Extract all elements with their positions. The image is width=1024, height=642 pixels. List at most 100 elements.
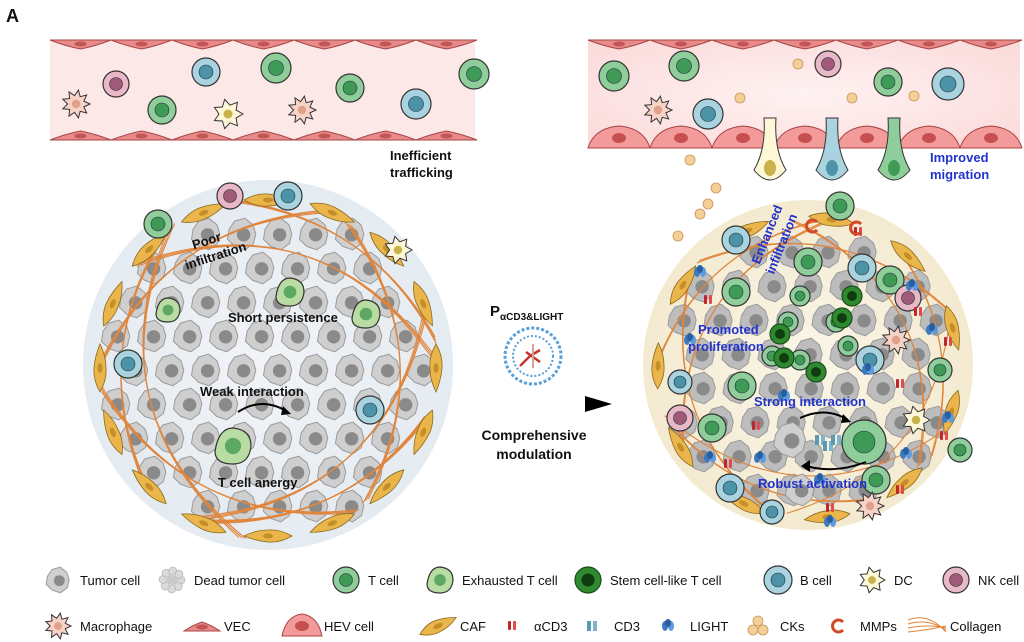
- tumor-cell: [262, 217, 293, 251]
- hev-cell: [281, 613, 323, 637]
- t-cell: [147, 95, 177, 125]
- light: [754, 451, 766, 463]
- nk-cell: [216, 182, 244, 210]
- stem-like-t-cell: [769, 323, 791, 345]
- caf: [651, 341, 665, 390]
- stem-like-t-cell: [773, 347, 795, 369]
- tumor-cell-icon: [45, 566, 70, 594]
- vec: [49, 130, 112, 141]
- t-cell: [927, 357, 953, 383]
- legend-label: Macrophage: [80, 619, 152, 634]
- legend-item-t-cell: T cell: [332, 566, 399, 594]
- light: [684, 333, 696, 345]
- tumor-cell: [866, 371, 896, 405]
- t-cell: [727, 371, 757, 401]
- robust-activation-arrow: [805, 461, 867, 471]
- caf: [669, 265, 697, 305]
- hev-cell: [649, 125, 713, 149]
- acd3: [704, 295, 712, 304]
- formulation-main: P: [490, 303, 500, 320]
- tumor-cell: [262, 421, 293, 455]
- acd3-icon: [508, 621, 516, 630]
- light: [814, 473, 826, 485]
- t-cell: [668, 50, 700, 82]
- light: [906, 279, 918, 291]
- transmigrating-cell: [815, 117, 849, 181]
- hev-cell-icon: [281, 613, 323, 637]
- panel-letter: A: [6, 6, 19, 26]
- dendritic-cell: [902, 405, 932, 435]
- vec: [773, 39, 837, 50]
- tumor-cell: [244, 251, 275, 285]
- caf: [309, 202, 356, 223]
- legend-label: αCD3: [534, 619, 568, 634]
- vec: [354, 130, 417, 141]
- macrophage: [881, 325, 912, 355]
- legend-label: MMPs: [860, 619, 897, 634]
- t-cell: [598, 60, 630, 92]
- left-interaction: Weak interaction: [200, 384, 304, 399]
- tumor-cell: [154, 421, 185, 455]
- t-cell: [837, 335, 859, 357]
- legend-item-cks: CKs: [747, 615, 805, 636]
- tumor-cell: [316, 455, 347, 489]
- tumor-cell: [784, 473, 815, 507]
- transmigrating-cell: [753, 117, 787, 181]
- b-cell: [692, 98, 724, 130]
- tumor-cell: [208, 319, 239, 353]
- caf-icon: [419, 617, 457, 636]
- b-cell: [273, 181, 303, 211]
- t-cell: [947, 437, 973, 463]
- ck: [792, 58, 804, 70]
- legend-label: B cell: [800, 573, 832, 588]
- stem-like-t-cell: [805, 361, 827, 383]
- tumor-cell: [172, 319, 203, 353]
- transmigrating-cell: [877, 117, 911, 181]
- acd3: [826, 503, 834, 512]
- tumor-cell: [190, 285, 221, 319]
- tumor-cell: [190, 353, 221, 387]
- t-cell-icon: [332, 566, 360, 594]
- dendritic-cell: [384, 235, 414, 265]
- light: [694, 265, 706, 277]
- legend-item-b-cell: B cell: [763, 565, 832, 595]
- tumor-cell: [685, 337, 715, 371]
- tumor-cell: [172, 455, 203, 489]
- cks-icon: [747, 615, 769, 636]
- legend-item-αcd3: αCD3: [508, 619, 568, 634]
- tumor-cell: [298, 353, 329, 387]
- right-interaction: Strong interaction: [754, 394, 866, 409]
- acd3: [896, 379, 904, 388]
- b-cell: [763, 565, 793, 595]
- t-cell: [861, 465, 891, 495]
- dead-tumor-cell-icon: [158, 566, 186, 594]
- tumor-cell: [334, 353, 365, 387]
- t-cell: [721, 277, 751, 307]
- b-cell: [715, 473, 745, 503]
- nk-cell: [942, 566, 970, 594]
- right-vessel: [587, 39, 1023, 242]
- vec: [49, 39, 112, 50]
- right-vessel-cells: [598, 50, 965, 242]
- tumor-cell: [45, 566, 70, 594]
- legend-item-dc: DC: [859, 566, 913, 594]
- caption-line-1: Comprehensive: [481, 427, 586, 443]
- t-cell: [841, 419, 887, 465]
- vec-row-bottom: [49, 130, 478, 141]
- light: [862, 363, 874, 375]
- vec: [171, 39, 234, 50]
- legend-item-hev-cell: HEV cell: [281, 613, 374, 637]
- left-anergy: T cell anergy: [218, 475, 298, 490]
- left-vessel-cells: [61, 52, 490, 130]
- caf: [667, 426, 694, 468]
- vec: [649, 39, 713, 50]
- t-cell: [458, 58, 490, 90]
- nk-cell: [102, 70, 130, 98]
- transition-arrow: [466, 396, 612, 412]
- caf: [890, 240, 926, 272]
- mmp: [805, 218, 819, 234]
- tumor-cell: [370, 353, 401, 387]
- nk-cell-icon: [942, 566, 970, 594]
- t-cell: [260, 52, 292, 84]
